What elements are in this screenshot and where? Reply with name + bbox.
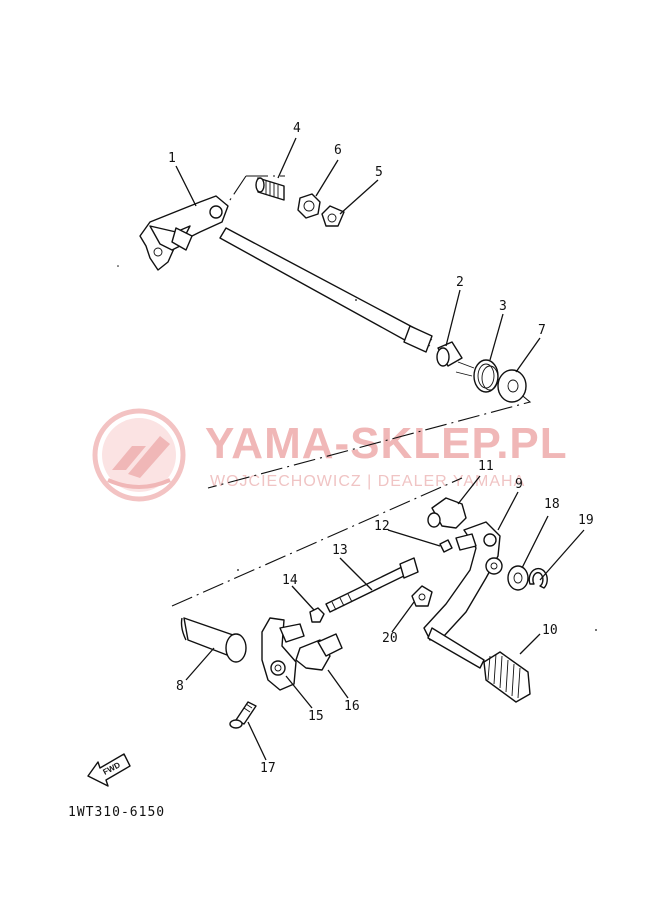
callout-15: 15 bbox=[308, 709, 324, 724]
watermark: YAMA-SKLEP.PL WOJCIECHOWICZ | DEALER YAM… bbox=[92, 408, 568, 502]
yamaha-logo-icon bbox=[92, 408, 186, 502]
watermark-dealer: WOJCIECHOWICZ | DEALER YAMAHA bbox=[210, 473, 525, 490]
callout-6: 6 bbox=[334, 143, 342, 158]
watermark-brand: YAMA-SKLEP.PL bbox=[205, 419, 568, 468]
callout-5: 5 bbox=[375, 165, 383, 180]
callout-10: 10 bbox=[542, 623, 558, 638]
callout-3: 3 bbox=[499, 299, 507, 314]
shift-shaft-rod bbox=[219, 227, 433, 353]
part-7-oil-seal bbox=[497, 369, 527, 403]
part-4-bolt bbox=[255, 177, 285, 201]
callout-14: 14 bbox=[282, 573, 298, 588]
part-5-washer bbox=[321, 205, 345, 227]
part-17-bolt bbox=[229, 701, 257, 729]
callout-16: 16 bbox=[344, 699, 360, 714]
callout-20: 20 bbox=[382, 631, 398, 646]
diagram-code: 1WT310-6150 bbox=[68, 805, 165, 820]
callout-13: 13 bbox=[332, 543, 348, 558]
part-19-circlip bbox=[528, 567, 548, 589]
callout-8: 8 bbox=[176, 679, 184, 694]
part-16-joint bbox=[295, 633, 343, 671]
part-12-nut bbox=[439, 539, 453, 553]
callout-17: 17 bbox=[260, 761, 276, 776]
part-1-shift-shaft-lever bbox=[139, 195, 229, 271]
callout-9: 9 bbox=[515, 477, 523, 492]
part-2-collar bbox=[436, 341, 463, 367]
callout-11: 11 bbox=[478, 459, 494, 474]
part-6-nut bbox=[297, 193, 321, 219]
callout-18: 18 bbox=[544, 497, 560, 512]
callout-labels: 1 2 3 4 5 6 7 8 9 10 11 12 13 14 15 16 1… bbox=[168, 121, 594, 776]
callout-19: 19 bbox=[578, 513, 594, 528]
forward-arrow-icon: FWD bbox=[87, 753, 131, 787]
part-14-nut bbox=[309, 607, 325, 623]
part-20-washer bbox=[411, 585, 433, 607]
callout-1: 1 bbox=[168, 151, 176, 166]
leader-lines bbox=[175, 137, 585, 761]
part-10-pedal-rubber bbox=[427, 627, 531, 703]
alignment-line-lower bbox=[171, 477, 463, 607]
part-11-joint bbox=[427, 497, 467, 529]
callout-7: 7 bbox=[538, 323, 546, 338]
part-9-shift-pedal bbox=[423, 521, 503, 641]
callout-12: 12 bbox=[374, 519, 390, 534]
callout-4: 4 bbox=[293, 121, 301, 136]
part-8-sleeve bbox=[180, 617, 247, 663]
scan-specks bbox=[117, 265, 597, 631]
part-15-link-joint bbox=[261, 617, 305, 691]
part-3-torsion-spring bbox=[455, 359, 499, 393]
part-13-shift-rod bbox=[325, 557, 419, 613]
callout-2: 2 bbox=[456, 275, 464, 290]
part-18-washer bbox=[507, 565, 529, 591]
